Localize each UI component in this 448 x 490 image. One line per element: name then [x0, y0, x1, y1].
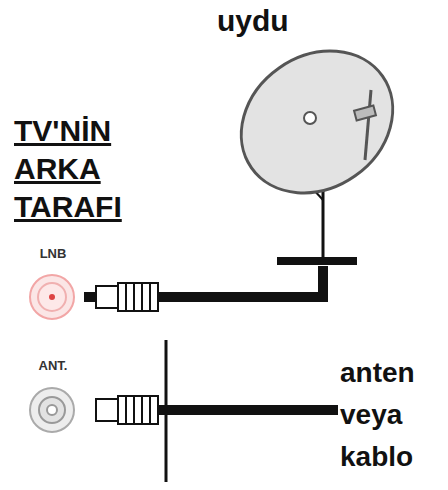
satellite-dish: uydu: [205, 0, 410, 266]
dish-body: [214, 22, 410, 265]
port-label: ANT.: [22, 358, 84, 374]
dish-reflector: [214, 22, 410, 222]
dish-center: [304, 112, 316, 124]
port-ring: [30, 275, 74, 319]
feed-arm: [365, 90, 371, 160]
lnb-head: [354, 106, 376, 121]
port-inner: [38, 283, 66, 311]
source-label: anten veya kablo: [340, 352, 444, 478]
port-ring: [30, 388, 74, 432]
input-port: ANT.: [22, 358, 84, 436]
dish-graphic: [205, 0, 410, 266]
port-pin: [47, 405, 57, 415]
input-port: LNB: [22, 246, 84, 322]
port-label: LNB: [22, 246, 84, 262]
lnb-plug: [96, 283, 158, 311]
panel-heading: TV'NİN ARKA TARAFI: [14, 112, 179, 226]
ant-plug: [96, 396, 158, 424]
port-inner: [39, 397, 65, 423]
port-pin: [49, 294, 55, 300]
mount-bar: [277, 257, 357, 265]
dish-label: uydu: [205, 0, 410, 40]
